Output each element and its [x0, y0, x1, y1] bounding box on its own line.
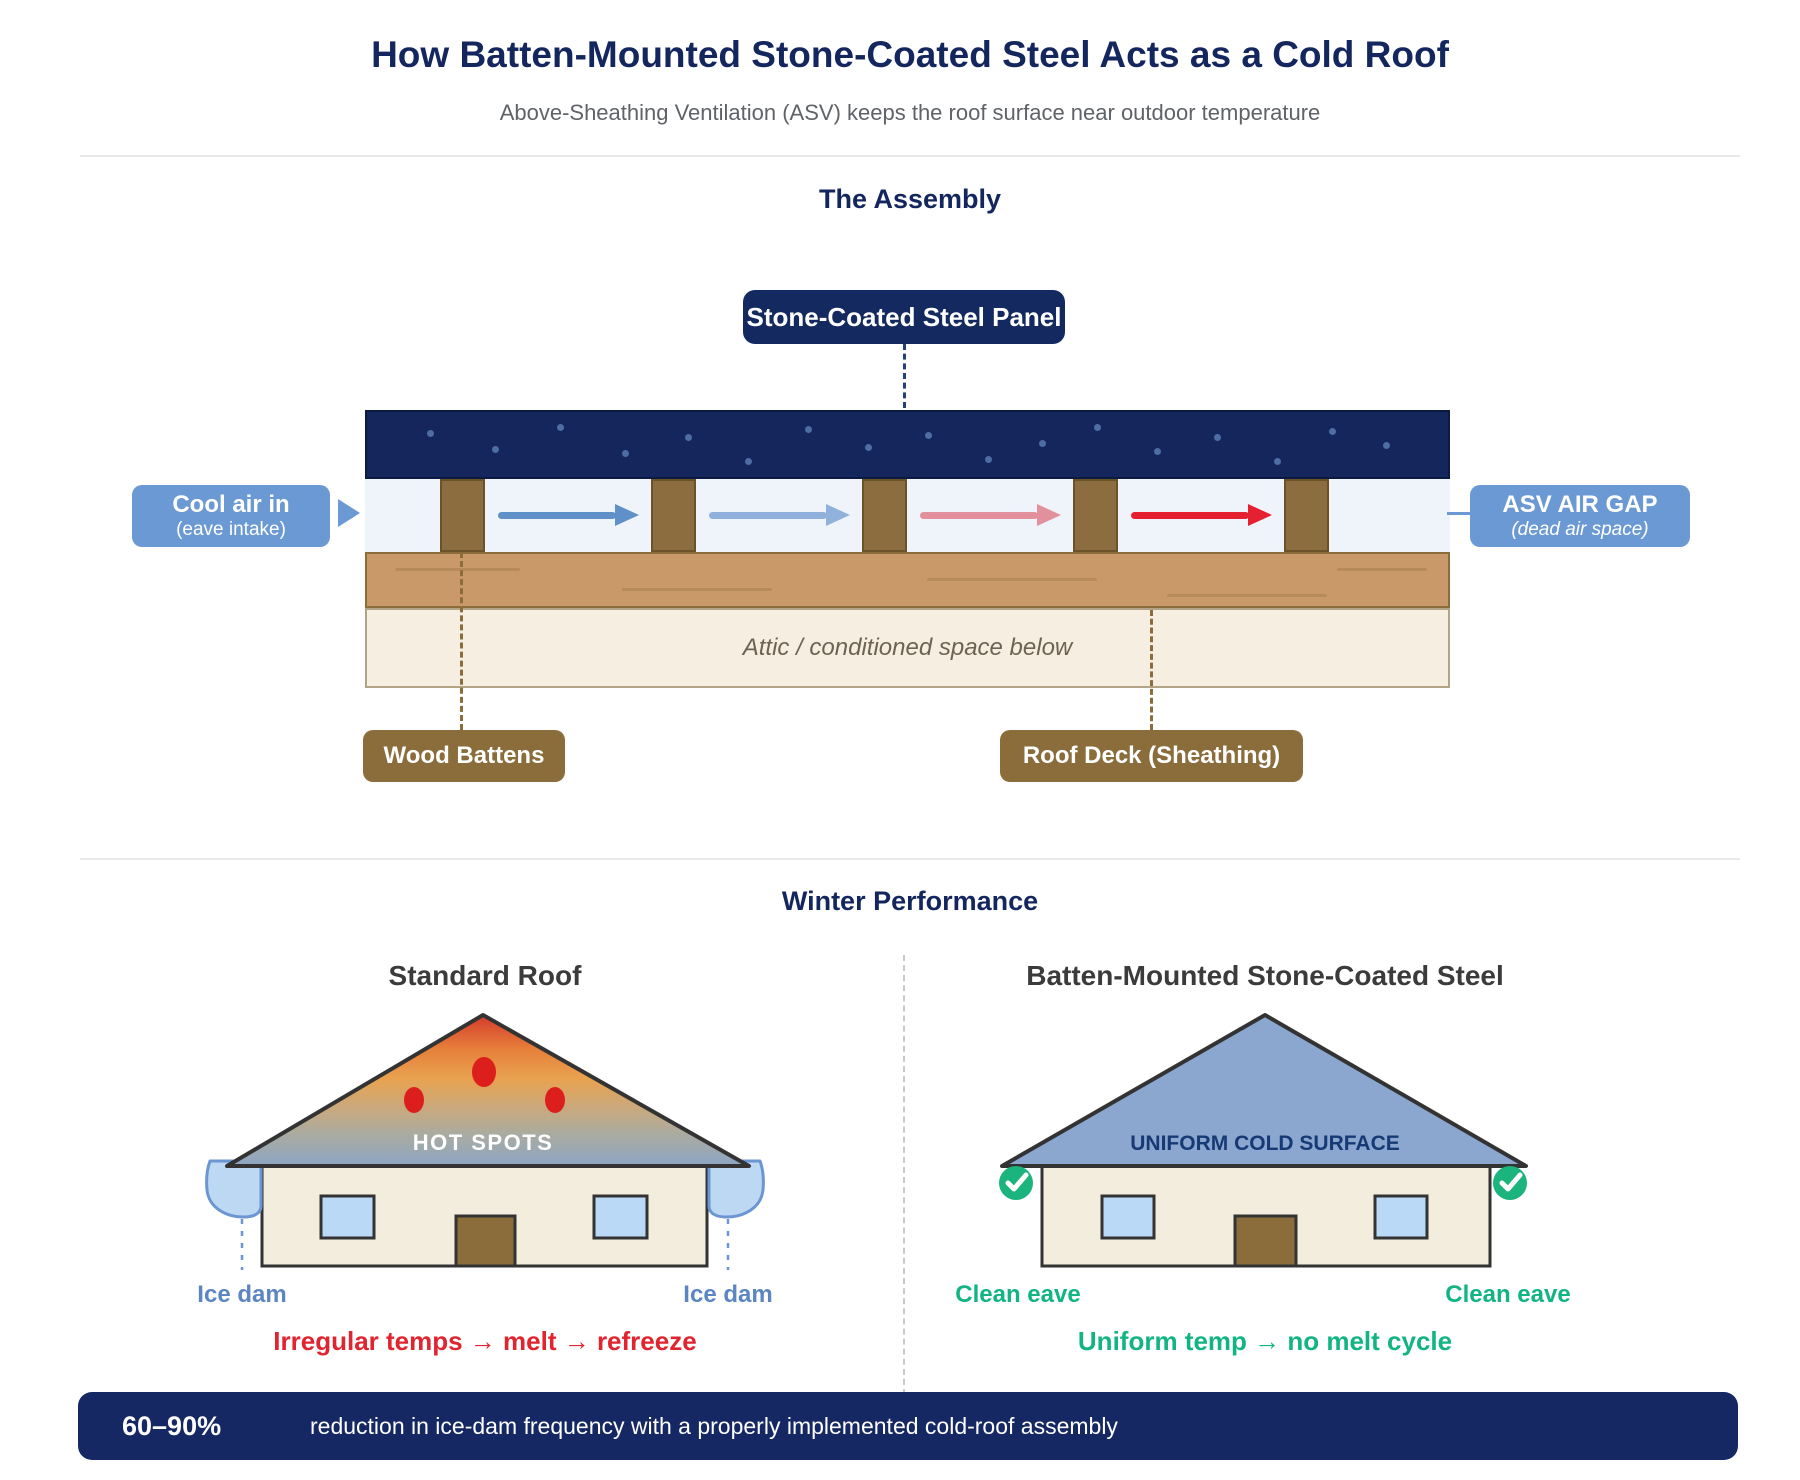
attic-layer: Attic / conditioned space below: [365, 608, 1450, 688]
ice-dam-label-left: Ice dam: [197, 1281, 287, 1308]
check-mark-icon: [1499, 1172, 1523, 1192]
hot-spot-dot: [404, 1087, 424, 1113]
window: [592, 1194, 649, 1240]
wood-batten: [440, 479, 485, 552]
hot-spots-text: HOT SPOTS: [413, 1130, 554, 1155]
roof-deck-layer: [365, 552, 1450, 608]
standard-roof-caption: Irregular temps → melt → refreeze: [273, 1326, 697, 1356]
clean-eave-label-right: Clean eave: [1445, 1281, 1571, 1308]
wood-batten: [651, 479, 696, 552]
hot-spot-dot: [472, 1057, 496, 1087]
wood-grain: [1167, 594, 1327, 597]
ice-dam-left-icon: [205, 1159, 263, 1219]
stat-banner: 60–90% reduction in ice-dam frequency wi…: [78, 1392, 1738, 1460]
check-mark-icon: [1005, 1172, 1029, 1192]
asv-air-gap-layer: [365, 479, 1450, 552]
cool-air-in-label: Cool air in (eave intake): [132, 485, 330, 547]
window: [1100, 1194, 1156, 1240]
cold-roof-house-illustration: UNIFORM COLD SURFACE: [999, 1013, 1528, 1268]
asv-air-gap-label: ASV AIR GAP (dead air space): [1470, 485, 1690, 547]
asv-label-connector-line: [1447, 512, 1470, 515]
wood-batten: [1073, 479, 1118, 552]
stat-description: reduction in ice-dam frequency with a pr…: [310, 1412, 1118, 1439]
section-divider: [80, 155, 1740, 157]
panel-label-connector-line: [903, 344, 906, 408]
wood-grain: [1337, 568, 1427, 571]
hot-spot-dot: [545, 1087, 565, 1113]
door: [454, 1214, 517, 1268]
uniform-cold-surface-text: UNIFORM COLD SURFACE: [1130, 1132, 1400, 1155]
attic-label: Attic / conditioned space below: [742, 634, 1073, 661]
steel-panel-label: Stone-Coated Steel Panel: [743, 290, 1065, 344]
wood-batten: [862, 479, 907, 552]
cold-roof-title: Batten-Mounted Stone-Coated Steel: [1026, 960, 1504, 991]
wood-battens-label: Wood Battens: [363, 730, 565, 782]
airflow-arrow-cool-light-icon: [709, 504, 850, 526]
wood-grain: [395, 568, 520, 571]
door: [1233, 1214, 1298, 1268]
standard-roof-house-illustration: HOT SPOTS: [205, 1013, 765, 1270]
standard-roof-title: Standard Roof: [388, 960, 582, 991]
battens-callout-line: [460, 552, 463, 730]
eave-intake-arrow-icon: [338, 499, 360, 527]
ice-dam-label-right: Ice dam: [683, 1281, 773, 1308]
section-divider: [80, 858, 1740, 860]
window: [1373, 1194, 1429, 1240]
winter-heading: Winter Performance: [781, 886, 1039, 916]
wood-grain: [622, 588, 772, 591]
airflow-arrow-hot-icon: [1131, 504, 1272, 526]
deck-callout-line: [1150, 610, 1153, 730]
stone-texture-specks: [367, 412, 374, 419]
page-subtitle: Above-Sheathing Ventilation (ASV) keeps …: [499, 100, 1321, 125]
stat-value: 60–90%: [122, 1410, 222, 1441]
wood-batten: [1284, 479, 1329, 552]
cool-air-in-title: Cool air in: [172, 491, 290, 518]
airflow-arrow-cool-icon: [498, 504, 639, 526]
assembly-heading: The Assembly: [818, 184, 1002, 214]
asv-subtitle: (dead air space): [1511, 519, 1649, 540]
airflow-arrow-warm-icon: [920, 504, 1061, 526]
ice-dam-right-icon: [707, 1159, 765, 1219]
stone-coated-steel-panel-layer: [365, 410, 1450, 479]
asv-title: ASV AIR GAP: [1502, 491, 1658, 518]
hot-roof: [225, 1013, 751, 1168]
cold-roof-caption: Uniform temp → no melt cycle: [1077, 1326, 1453, 1356]
cool-air-in-subtitle: (eave intake): [176, 519, 286, 540]
clean-eave-label-left: Clean eave: [955, 1281, 1081, 1308]
wood-grain: [927, 578, 1097, 581]
comparison-divider-line: [903, 955, 905, 1395]
page-title: How Batten-Mounted Stone-Coated Steel Ac…: [371, 34, 1449, 75]
roof-deck-label: Roof Deck (Sheathing): [1000, 730, 1303, 782]
window: [319, 1194, 376, 1240]
cold-roof: [1000, 1013, 1528, 1168]
